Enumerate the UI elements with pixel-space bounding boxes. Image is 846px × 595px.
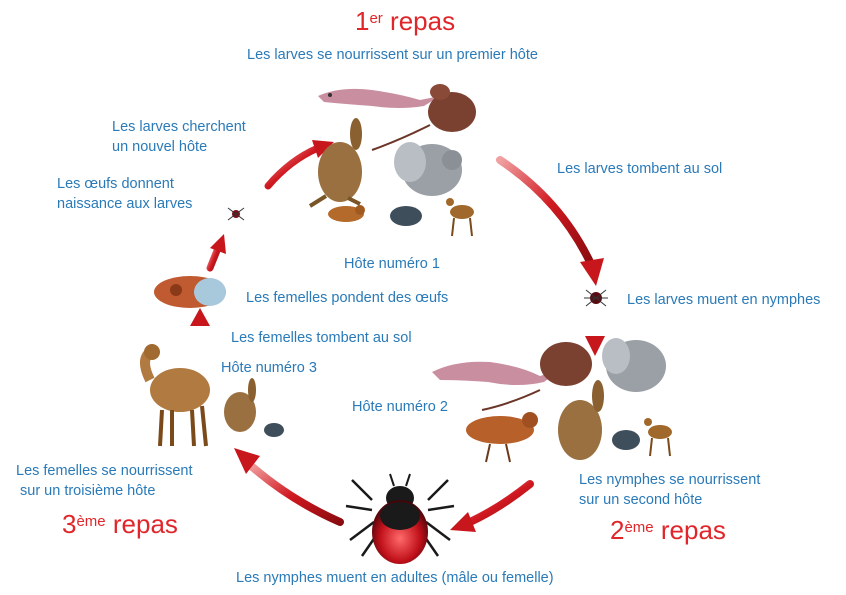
arrow-nymph-drop xyxy=(450,480,534,532)
label-eggs-hatch-line1: Les œufs donnent xyxy=(57,176,174,192)
mouse-icon xyxy=(371,84,476,151)
label-larvae-seek-host-line1: Les larves cherchent xyxy=(112,119,246,135)
label-females-feed-line2: sur un troisième hôte xyxy=(20,483,156,499)
label-host-3: Hôte numéro 3 xyxy=(221,360,317,376)
arrow-eggs-hatch xyxy=(206,234,226,272)
label-host-2: Hôte numéro 2 xyxy=(352,399,448,415)
label-females-lay-eggs: Les femelles pondent des œufs xyxy=(246,290,449,306)
arrow-female-drop xyxy=(190,308,210,352)
label-nymphs-molt: Les nymphes muent en adultes (mâle ou fe… xyxy=(236,570,554,586)
hare-icon xyxy=(558,380,604,460)
hedgehog-icon xyxy=(612,430,640,450)
third-meal-title: 3ème repas xyxy=(62,509,178,539)
lizard-icon xyxy=(318,88,440,108)
label-females-feed-line1: Les femelles se nourrissent xyxy=(16,463,193,479)
arrow-to-first-host xyxy=(264,140,334,190)
second-meal-title: 2ème repas xyxy=(610,515,726,545)
hedgehog-icon xyxy=(390,206,422,226)
deer-icon xyxy=(140,344,210,447)
label-nymphs-feed-line2: sur un second hôte xyxy=(579,492,703,508)
label-larvae-seek-host-line2: un nouvel hôte xyxy=(112,139,208,155)
deer-fawn-icon xyxy=(644,418,672,457)
lizard-icon xyxy=(432,361,560,385)
deer-fawn-icon xyxy=(446,198,474,237)
label-larvae-drop: Les larves tombent au sol xyxy=(557,161,723,177)
nymph-tick-icon xyxy=(584,289,608,307)
squirrel-icon xyxy=(602,338,666,392)
hare-icon xyxy=(308,118,362,208)
label-females-drop: Les femelles tombent au sol xyxy=(231,330,412,346)
label-eggs-hatch-line2: naissance aux larves xyxy=(57,196,193,212)
label-larvae-molt: Les larves muent en nymphes xyxy=(627,292,821,308)
hare-icon xyxy=(224,378,256,432)
larva-tick-icon xyxy=(227,207,245,221)
mouse-icon xyxy=(481,342,592,411)
label-nymphs-feed-line1: Les nymphes se nourrissent xyxy=(579,472,761,488)
bird-icon xyxy=(328,205,365,222)
arrow-larvae-drop xyxy=(496,156,604,286)
bird-icon xyxy=(466,412,538,463)
squirrel-icon xyxy=(394,142,462,196)
first-meal-title: 1er repas xyxy=(355,6,456,36)
eggs-icon xyxy=(154,276,226,308)
hedgehog-icon xyxy=(264,423,284,437)
arrow-adult-to-third-host xyxy=(234,448,344,526)
arrow-nymph-to-host xyxy=(585,308,605,356)
adult-tick-icon xyxy=(345,473,455,564)
label-larvae-feed-first-host: Les larves se nourrissent sur un premier… xyxy=(247,47,538,63)
label-host-1: Hôte numéro 1 xyxy=(344,256,440,272)
